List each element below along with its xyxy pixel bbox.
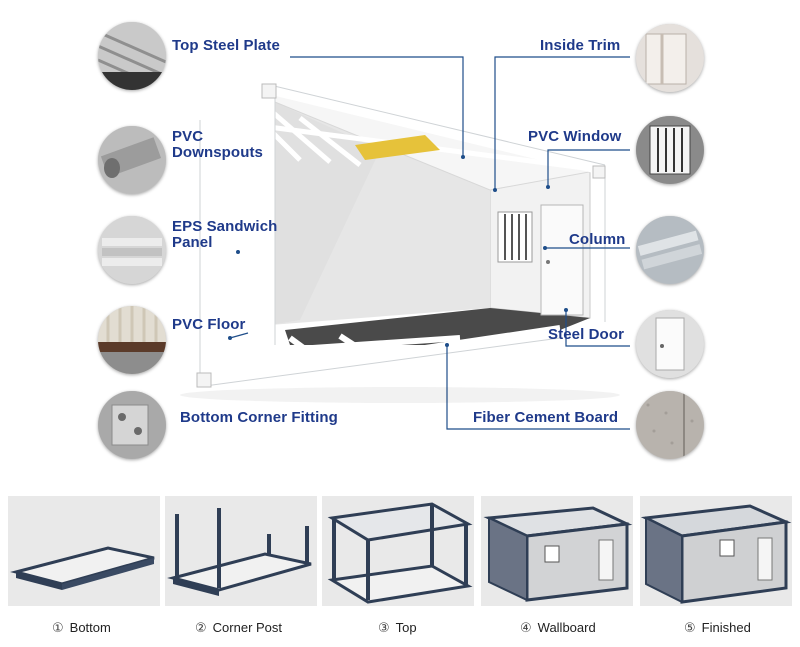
label-bottom-corner-fitting: Bottom Corner Fitting (180, 409, 338, 426)
step-caption-3: ③ Top (378, 620, 417, 636)
inside-trim-thumbnail (636, 24, 704, 92)
bottom-corner-fitting-thumbnail (98, 391, 166, 459)
label-top-steel-plate: Top Steel Plate (172, 37, 280, 54)
corner-fitting (592, 165, 606, 179)
step-label-5: Finished (701, 620, 751, 635)
door (540, 204, 584, 316)
insulation-yellow (355, 135, 440, 160)
step-label-3: Top (395, 620, 417, 635)
pvc-downspouts-thumbnail (98, 126, 166, 194)
label-pvc-downspouts: PVC Downspouts (172, 129, 263, 161)
step-caption-4: ④ Wallboard (520, 620, 596, 636)
label-pvc-floor: PVC Floor (172, 316, 246, 333)
label-eps-line1: EPS Sandwich (172, 218, 278, 235)
step-number-2: ② (195, 620, 207, 635)
top-steel-plate-thumbnail (98, 22, 166, 90)
leader-lines (229, 56, 630, 430)
step-label-1: Bottom (69, 620, 111, 635)
window-bars (504, 214, 527, 260)
step-caption-1: ① Bottom (52, 620, 111, 636)
label-steel-door: Steel Door (548, 326, 625, 343)
step-caption-5: ⑤ Finished (684, 620, 751, 636)
step-panel-wallboard (481, 496, 633, 606)
step-number-1: ① (52, 620, 64, 635)
step-number-4: ④ (520, 620, 532, 635)
label-inside-trim: Inside Trim (540, 37, 621, 54)
step-panel-bottom (8, 496, 160, 606)
step-number-5: ⑤ (684, 620, 696, 635)
container-house-illustration (180, 56, 630, 430)
corner-fitting (196, 372, 212, 388)
pvc-floor-thumbnail (98, 306, 166, 374)
outer-frame (200, 85, 605, 385)
door-knob (546, 260, 550, 264)
label-eps-line2: Panel (172, 234, 213, 251)
column-thumbnail (636, 216, 704, 284)
eps-sandwich-panel-thumbnail (98, 216, 166, 284)
label-fiber-cement-board: Fiber Cement Board (473, 409, 619, 426)
label-pvc-downspouts-line2: Downspouts (172, 144, 263, 161)
pvc-window-thumbnail (636, 116, 704, 184)
step-panel-finished (640, 496, 792, 606)
step-label-2: Corner Post (212, 620, 283, 635)
steel-door-thumbnail (636, 310, 704, 378)
outer-frame-edge (199, 84, 606, 387)
step-label-4: Wallboard (537, 620, 596, 635)
step-panel-corner-post (165, 496, 317, 606)
step-panel-top (322, 496, 474, 606)
fiber-cement-board-thumbnail (636, 391, 704, 459)
step-caption-2: ② Corner Post (195, 620, 282, 636)
label-column: Column (569, 231, 626, 248)
label-eps-sandwich-panel: EPS Sandwich Panel (172, 219, 277, 251)
label-pvc-window: PVC Window (528, 128, 622, 145)
label-pvc-downspouts-line1: PVC (172, 128, 204, 145)
ground-shadow (180, 387, 620, 403)
step-number-3: ③ (378, 620, 390, 635)
leader-dots (228, 155, 568, 347)
corner-fitting (261, 83, 277, 99)
